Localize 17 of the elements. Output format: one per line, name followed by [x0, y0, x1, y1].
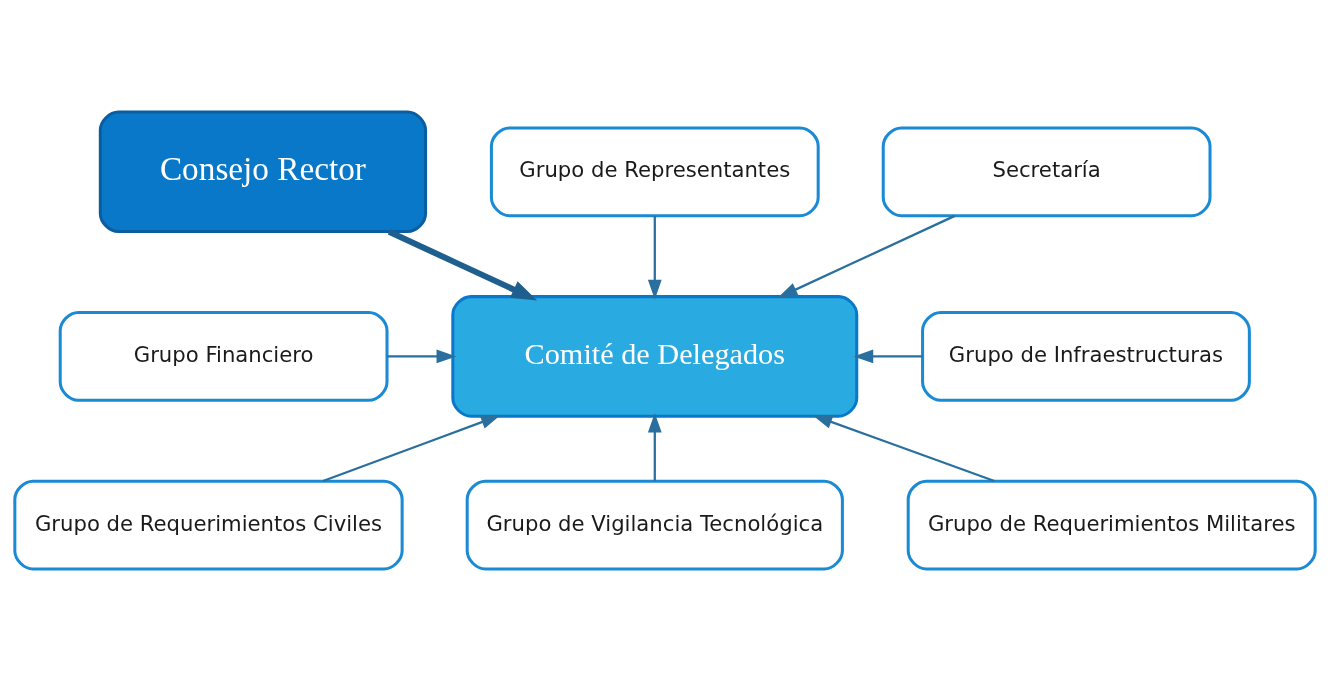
- arrow: [387, 349, 457, 363]
- arrow: [853, 349, 923, 363]
- node-box: Grupo de Representantes: [489, 125, 820, 217]
- node-box: Secretaría: [881, 125, 1212, 217]
- arrow: [647, 215, 662, 299]
- node-box: Grupo Financiero: [58, 310, 389, 402]
- node-box: Grupo de Requerimientos Civiles: [13, 479, 404, 570]
- arrow: [322, 414, 501, 482]
- node-box: Grupo de Vigilancia Tecnológica: [465, 479, 844, 570]
- arrow: [387, 228, 538, 300]
- arrow: [812, 414, 995, 482]
- arrow: [777, 214, 956, 298]
- node-box: Consejo Rector: [98, 110, 428, 233]
- arrow: [647, 412, 662, 481]
- node-box: Grupo de Infraestructuras: [921, 310, 1251, 402]
- node-box: Grupo de Requerimientos Militares: [906, 479, 1317, 570]
- node-box: Comité de Delegados: [451, 294, 859, 418]
